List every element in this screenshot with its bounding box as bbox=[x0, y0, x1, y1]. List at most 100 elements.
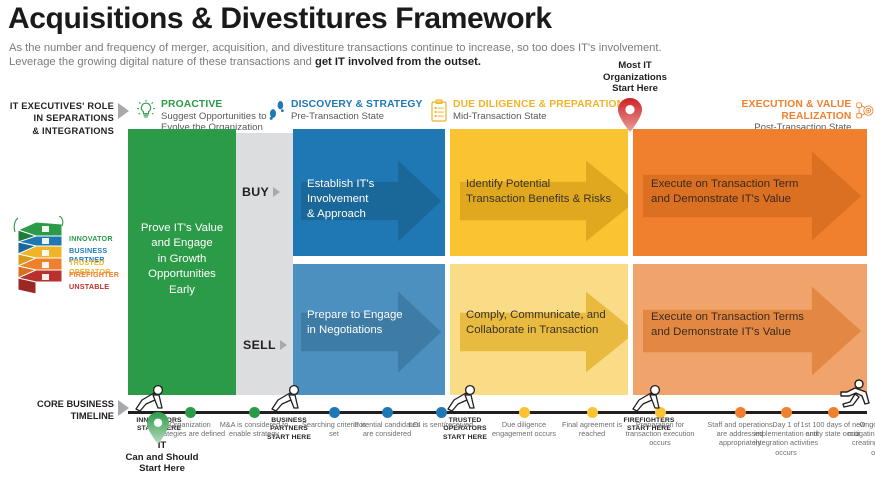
arrow-shape bbox=[460, 291, 628, 373]
it-start-line-3: Start Here bbox=[139, 463, 185, 475]
timeline-milestone-label: M&A is considered to enable strategy bbox=[219, 420, 289, 439]
framework-matrix: Prove IT's Value and Engage in Growth Op… bbox=[128, 129, 867, 395]
timeline-milestone-label: Final agreement is reached bbox=[561, 420, 623, 439]
lightbulb-icon bbox=[137, 99, 155, 118]
timeline-dot[interactable] bbox=[587, 407, 598, 418]
ff-line-2: START HERE bbox=[627, 425, 671, 433]
sell-dd-line-2: Collaborate in Transaction bbox=[466, 324, 599, 336]
most-it-line-2: Organizations bbox=[603, 71, 667, 83]
cell-sell-execution-text: Execute on Transaction Terms and Demonst… bbox=[651, 310, 865, 340]
cell-proactive-text: Prove IT's Value and Engage in Growth Op… bbox=[128, 221, 236, 298]
timeline-dot[interactable] bbox=[655, 407, 666, 418]
subtitle-line-2-plain: Leverage the growing digital nature of t… bbox=[9, 56, 315, 68]
timeline-dot[interactable] bbox=[185, 407, 196, 418]
stage-subtitle-proactive-2: Evolve the Organization bbox=[161, 122, 263, 133]
timeline-milestone-label: LOI is sent/received bbox=[408, 420, 474, 429]
cell-sell-discovery[interactable]: Prepare to Engage in Negotiations bbox=[293, 264, 445, 395]
clipboard-icon bbox=[431, 99, 447, 122]
footsteps-icon bbox=[269, 101, 284, 120]
legend-item-trusted-operator: TRUSTED OPERATOR bbox=[69, 258, 111, 276]
arrow-shape bbox=[460, 160, 628, 242]
stage-title-proactive: PROACTIVE bbox=[161, 99, 223, 110]
cell-buy-discovery[interactable]: Establish IT's Involvement & Approach bbox=[293, 133, 445, 256]
row-label-sell[interactable]: SELL bbox=[243, 338, 287, 352]
triangle-right-icon bbox=[273, 187, 281, 197]
stage-subtitle-due-diligence: Mid-Transaction State bbox=[453, 110, 547, 122]
timeline-milestone-label: Organization strategies are defined bbox=[154, 420, 226, 439]
timeline-dot[interactable] bbox=[329, 407, 340, 418]
timeline-dot[interactable] bbox=[519, 407, 530, 418]
buy-discovery-line-2: & Approach bbox=[307, 208, 366, 220]
cell-sell-due-diligence-text: Comply, Communicate, and Collaborate in … bbox=[466, 308, 628, 338]
cell-sell-due-diligence[interactable]: Comply, Communicate, and Collaborate in … bbox=[450, 264, 628, 395]
arrow-shape bbox=[301, 291, 442, 373]
timeline-milestone-label: Potential candidates are considered bbox=[354, 420, 420, 439]
timeline-dot[interactable] bbox=[382, 407, 393, 418]
sell-discovery-line-2: in Negotiations bbox=[307, 324, 383, 336]
timeline-start-business-partners: BUSINESS PARTNERS START HERE bbox=[258, 417, 320, 442]
cell-buy-execution-text: Execute on Transaction Term and Demonstr… bbox=[651, 177, 865, 207]
arrow-shape bbox=[643, 286, 862, 376]
cell-buy-discovery-text: Establish IT's Involvement & Approach bbox=[307, 177, 437, 222]
timeline-dot[interactable] bbox=[828, 407, 839, 418]
timeline-dot[interactable] bbox=[249, 407, 260, 418]
page-subtitle: As the number and frequency of merger, a… bbox=[9, 41, 769, 69]
maturity-legend: INNOVATOR BUSINESS PARTNER TRUSTED OPERA… bbox=[12, 215, 119, 307]
worker-icon bbox=[447, 384, 476, 412]
stage-title-discovery: DISCOVERY & STRATEGY bbox=[291, 99, 423, 110]
role-axis-line-3: & INTEGRATIONS bbox=[32, 125, 114, 136]
timeline-dot[interactable] bbox=[781, 407, 792, 418]
map-pin-icon bbox=[147, 412, 169, 444]
proactive-line-3: in Growth bbox=[157, 252, 207, 265]
timeline-milestone-label: Searching criteria is set bbox=[301, 420, 367, 439]
role-axis-line-2: IN SEPARATIONS bbox=[33, 113, 114, 124]
most-it-line-3: Start Here bbox=[612, 83, 658, 95]
proactive-line-5: Early bbox=[169, 283, 195, 296]
buy-exec-line-2: and Demonstrate IT's Value bbox=[651, 193, 791, 205]
legend-item-business-partner: BUSINESS PARTNER bbox=[69, 246, 108, 264]
subtitle-line-1: As the number and frequency of merger, a… bbox=[9, 42, 662, 54]
buy-dd-line-1: Identify Potential bbox=[466, 178, 551, 190]
timeline-dot[interactable] bbox=[436, 407, 447, 418]
timeline-milestone-label: Due diligence engagement occurs bbox=[491, 420, 557, 439]
proactive-line-2: and Engage bbox=[151, 237, 213, 250]
buy-dd-line-2: Transaction Benefits & Risks bbox=[466, 193, 612, 205]
timeline-label-line-1: CORE BUSINESS bbox=[37, 399, 114, 409]
arrow-shape bbox=[643, 151, 862, 241]
arrow-shape bbox=[301, 160, 442, 242]
subtitle-line-2-bold: get IT involved from the outset. bbox=[315, 56, 481, 68]
sell-dd-line-1: Comply, Communicate, and bbox=[466, 309, 606, 321]
target-network-icon bbox=[856, 102, 874, 119]
it-start-line-2: Can and Should bbox=[125, 451, 199, 463]
stage-header-due-diligence: DUE DILIGENCE & PREPARATION Mid-Transact… bbox=[430, 99, 624, 123]
buy-label: BUY bbox=[242, 185, 270, 199]
timeline-start-firefighters: FIREFIGHTERS START HERE bbox=[618, 417, 680, 434]
color-band-discovery bbox=[293, 129, 445, 134]
row-label-buy[interactable]: BUY bbox=[242, 185, 281, 199]
worker-icon bbox=[271, 384, 300, 412]
timeline-milestone-label: Day 1 of implementation and integration … bbox=[753, 420, 819, 457]
color-band-proactive bbox=[128, 129, 236, 134]
color-band-due-diligence bbox=[450, 129, 628, 134]
bp-line-2: PARTNERS bbox=[270, 425, 308, 433]
timeline-axis-label: CORE BUSINESS TIMELINE bbox=[6, 398, 114, 423]
timeline-label-line-2: TIMELINE bbox=[70, 411, 114, 422]
stage-title-execution: EXECUTION & VALUE REALIZATION bbox=[741, 99, 852, 122]
color-band-execution bbox=[633, 129, 867, 134]
page-title: Acquisitions & Divestitures Framework bbox=[8, 2, 552, 35]
timeline-start-trusted-operators: TRUSTED OPERATORS START HERE bbox=[434, 417, 496, 442]
cell-sell-execution[interactable]: Execute on Transaction Terms and Demonst… bbox=[633, 264, 867, 395]
cell-buy-due-diligence[interactable]: Identify Potential Transaction Benefits … bbox=[450, 133, 628, 256]
cell-proactive[interactable]: Prove IT's Value and Engage in Growth Op… bbox=[128, 133, 236, 395]
stage-header-execution: EXECUTION & VALUE REALIZATION Post-Trans… bbox=[710, 99, 875, 134]
stage-header-discovery: DISCOVERY & STRATEGY Pre-Transaction Sta… bbox=[268, 99, 423, 122]
map-pin-icon bbox=[618, 98, 642, 132]
stage-title-due-diligence: DUE DILIGENCE & PREPARATION bbox=[453, 99, 625, 110]
buy-discovery-line-1: Establish IT's Involvement bbox=[307, 178, 375, 205]
it-start-here-label: IT Can and Should Start Here bbox=[92, 440, 232, 475]
timeline-dot[interactable] bbox=[735, 407, 746, 418]
timeline-milestone-label: Ongoing risk mitigating and value creati… bbox=[847, 420, 875, 457]
cell-buy-execution[interactable]: Execute on Transaction Term and Demonstr… bbox=[633, 133, 867, 256]
buy-exec-line-1: Execute on Transaction Term bbox=[651, 178, 799, 190]
stage-subtitle-discovery: Pre-Transaction State bbox=[291, 110, 384, 122]
